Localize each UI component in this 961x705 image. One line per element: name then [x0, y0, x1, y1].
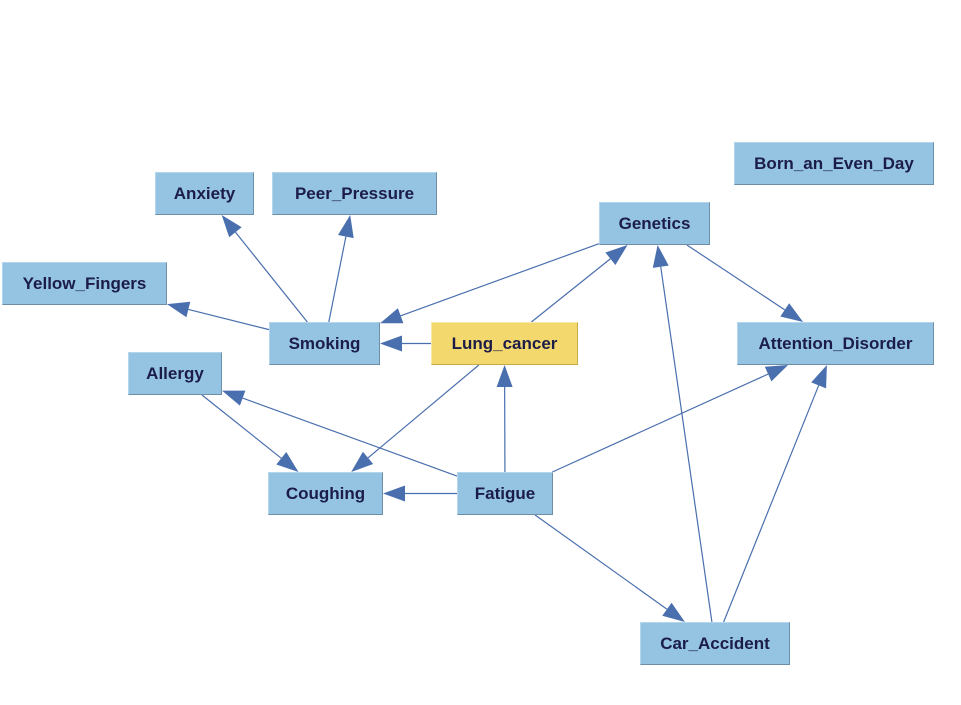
node-yellow-fingers[interactable]: Yellow_Fingers — [2, 262, 167, 305]
edge-line — [552, 373, 769, 473]
edge-line — [660, 266, 713, 623]
edge-line — [723, 385, 820, 623]
node-car-accident[interactable]: Car_Accident — [640, 622, 790, 665]
edge-fatigue-to-attention-disorder — [552, 365, 789, 473]
edge-line — [400, 243, 600, 317]
edge-fatigue-to-coughing — [383, 485, 457, 502]
edge-lung-cancer-to-coughing — [351, 364, 480, 472]
arrowhead-icon — [167, 301, 191, 318]
node-born-an-even-day-label: Born_an_Even_Day — [754, 153, 914, 173]
node-lung-cancer[interactable]: Lung_cancer — [431, 322, 578, 365]
edge-lung-cancer-to-genetics — [531, 245, 628, 323]
node-smoking[interactable]: Smoking — [269, 322, 380, 365]
edge-lung-cancer-to-smoking — [380, 335, 431, 352]
edge-smoking-to-yellow-fingers — [167, 301, 270, 331]
node-genetics[interactable]: Genetics — [599, 202, 710, 245]
node-car-accident-label: Car_Accident — [660, 633, 770, 653]
edge-allergy-to-coughing — [201, 394, 299, 472]
edge-line — [242, 397, 458, 477]
node-born-an-even-day[interactable]: Born_an_Even_Day — [734, 142, 934, 185]
edge-line — [534, 514, 668, 610]
edge-line — [531, 258, 611, 323]
node-genetics-label: Genetics — [618, 213, 691, 233]
node-allergy-label: Allergy — [146, 363, 204, 383]
edge-smoking-to-peer-pressure — [328, 215, 354, 323]
arrowhead-icon — [652, 245, 669, 268]
edge-line — [234, 231, 308, 323]
edge-fatigue-to-car-accident — [534, 514, 685, 622]
node-attention-disorder[interactable]: Attention_Disorder — [737, 322, 934, 365]
edge-smoking-to-anxiety — [221, 215, 308, 323]
arrowhead-icon — [496, 365, 513, 387]
edge-genetics-to-attention-disorder — [686, 244, 804, 322]
node-smoking-label: Smoking — [288, 333, 361, 353]
node-peer-pressure-label: Peer_Pressure — [294, 183, 415, 203]
edge-genetics-to-smoking — [380, 243, 600, 324]
edge-fatigue-to-allergy — [222, 390, 458, 477]
node-allergy[interactable]: Allergy — [128, 352, 222, 395]
edge-line — [201, 394, 282, 459]
arrowhead-icon — [380, 308, 404, 324]
arrowhead-icon — [605, 245, 628, 265]
arrowhead-icon — [276, 452, 299, 472]
edge-fatigue-to-lung-cancer — [496, 365, 513, 473]
edge-line — [367, 364, 480, 459]
edge-line — [686, 244, 786, 311]
node-yellow-fingers-label: Yellow_Fingers — [22, 273, 147, 293]
node-anxiety-label: Anxiety — [173, 183, 236, 203]
node-fatigue[interactable]: Fatigue — [457, 472, 553, 515]
arrowhead-icon — [811, 365, 827, 389]
arrowhead-icon — [383, 485, 405, 502]
arrowhead-icon — [780, 303, 804, 322]
node-coughing[interactable]: Coughing — [268, 472, 383, 515]
node-attention-disorder-label: Attention_Disorder — [758, 333, 913, 353]
arrowhead-icon — [338, 215, 354, 239]
node-coughing-label: Coughing — [285, 483, 366, 503]
arrowhead-icon — [662, 602, 685, 622]
edge-line — [188, 308, 270, 331]
edge-car-accident-to-attention-disorder — [723, 365, 827, 623]
arrowhead-icon — [380, 335, 402, 352]
arrowhead-icon — [764, 365, 789, 382]
arrowhead-icon — [221, 215, 242, 238]
edge-car-accident-to-genetics — [652, 245, 713, 623]
node-fatigue-label: Fatigue — [474, 483, 536, 503]
node-peer-pressure[interactable]: Peer_Pressure — [272, 172, 437, 215]
edge-line — [328, 236, 347, 323]
arrowhead-icon — [222, 390, 246, 406]
arrowhead-icon — [351, 451, 374, 472]
node-lung-cancer-label: Lung_cancer — [451, 333, 558, 353]
node-anxiety[interactable]: Anxiety — [155, 172, 254, 215]
